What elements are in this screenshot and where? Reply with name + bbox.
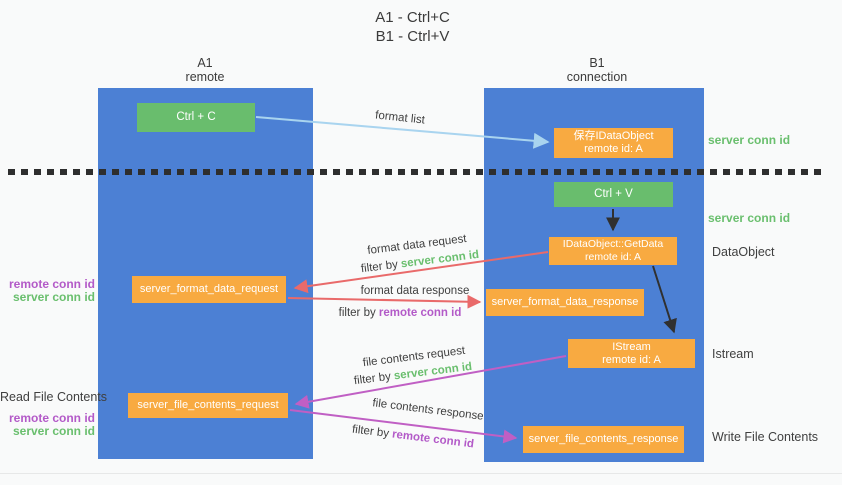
diagram-title: A1 - Ctrl+C B1 - Ctrl+V	[330, 8, 495, 46]
file-contents-response-arrow	[289, 409, 518, 444]
edge-label-filter-by-remote-conn-id-1: filter by remote conn id	[339, 307, 462, 319]
node-getdata-line2: remote id: A	[584, 251, 642, 263]
node-save-idataobject-line2: remote id: A	[584, 143, 643, 155]
format-data-request-arrow	[293, 251, 549, 294]
node-ctrl-v-label: Ctrl + V	[594, 188, 633, 200]
label-server-conn-id-mid: server conn id	[708, 211, 791, 225]
title-line-1: A1 - Ctrl+C	[375, 9, 450, 26]
lane-header-b1: B1 connection	[547, 56, 647, 84]
node-server-file-contents-response: server_file_contents_response	[523, 426, 684, 453]
label-server-conn-id-top: server conn id	[708, 133, 791, 147]
label-dataobject: DataObject	[712, 245, 775, 259]
node-getdata-line1: IDataObject::GetData	[562, 238, 664, 250]
file-contents-request-arrow	[294, 355, 567, 409]
node-ctrl-c-label: Ctrl + C	[176, 111, 216, 123]
title-line-2: B1 - Ctrl+V	[375, 28, 450, 45]
getdata-to-istream-arrow	[652, 265, 677, 334]
format-list-arrow	[255, 116, 550, 149]
node-istream: IStream remote id: A	[568, 339, 695, 368]
label-remote-conn-id-left-top: remote conn id	[8, 277, 95, 291]
label-remote-conn-id-left-bottom: remote conn id	[8, 411, 95, 425]
label-server-conn-id-left-bottom: server conn id	[12, 424, 95, 438]
label-istream: Istream	[712, 347, 754, 361]
edge-label-format-data-response: format data response	[360, 285, 470, 297]
lane-a1-name: A1	[197, 56, 213, 70]
lane-a1-subtitle: remote	[185, 70, 225, 84]
node-file-response-label: server_file_contents_response	[528, 433, 679, 445]
node-save-idataobject-line1: 保存IDataObject	[573, 130, 654, 142]
node-istream-line1: IStream	[612, 340, 651, 353]
node-format-response-label: server_format_data_response	[491, 296, 639, 308]
node-server-file-contents-request: server_file_contents_request	[128, 393, 288, 418]
label-write-file-contents: Write File Contents	[712, 430, 819, 444]
label-read-file-contents: Read File Contents	[0, 390, 108, 404]
lane-header-a1: A1 remote	[155, 56, 255, 84]
node-file-request-label: server_file_contents_request	[137, 399, 279, 411]
node-idataobject-getdata: IDataObject::GetData remote id: A	[549, 237, 677, 265]
node-ctrl-c: Ctrl + C	[137, 103, 255, 132]
node-save-idataobject: 保存IDataObject remote id: A	[554, 128, 673, 158]
format-data-response-arrow	[287, 294, 482, 309]
node-server-format-data-response: server_format_data_response	[486, 289, 644, 316]
node-istream-line2: remote id: A	[602, 353, 661, 366]
filter-by-key-remote: remote conn id	[378, 307, 462, 319]
label-server-conn-id-left-top: server conn id	[12, 290, 95, 304]
lane-b1-subtitle: connection	[566, 70, 628, 84]
bottom-divider	[0, 473, 842, 474]
lane-b1-name: B1	[589, 56, 605, 70]
node-format-request-label: server_format_data_request	[139, 283, 279, 295]
node-ctrl-v: Ctrl + V	[554, 182, 673, 207]
node-server-format-data-request: server_format_data_request	[132, 276, 286, 303]
filter-by-prefix: filter by	[338, 307, 379, 319]
